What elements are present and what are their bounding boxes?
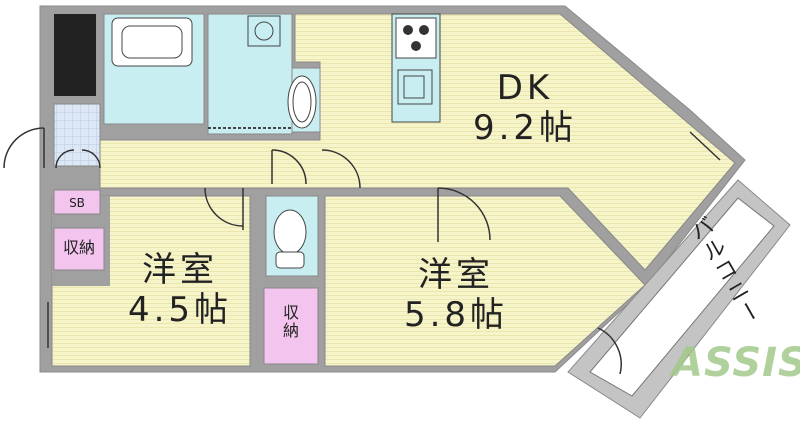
western-room-b-label: 洋室 5.8帖	[396, 255, 516, 335]
washing-machine	[247, 15, 281, 47]
wash-basin	[287, 75, 317, 129]
bathtub	[111, 17, 193, 67]
storage-a-label: 収納	[62, 238, 95, 257]
western-room-a-label: 洋室 4.5帖	[120, 250, 240, 330]
dk-floor	[99, 13, 736, 271]
western-room-a-size: 4.5帖	[127, 290, 233, 331]
shoe-box-label: SB	[69, 196, 85, 210]
storage-b-line1: 収	[282, 303, 299, 322]
toilet-bowl	[273, 209, 307, 255]
western-room-b-size: 5.8帖	[403, 295, 509, 336]
dk-name: DK	[496, 68, 554, 108]
shoe-box	[53, 189, 101, 215]
assist-logo: ASSIST	[672, 340, 800, 386]
western-room-b-floor	[324, 195, 646, 367]
western-room-a-name: 洋室	[142, 250, 218, 290]
western-room-b-name: 洋室	[418, 255, 494, 295]
washroom-floor	[207, 13, 293, 135]
storage-b-label: 収 納	[264, 303, 318, 341]
dk-size: 9.2帖	[472, 108, 578, 149]
storage-a	[53, 227, 105, 271]
storage-b	[263, 287, 319, 365]
storage-b-line2: 納	[282, 321, 299, 341]
dk-label: DK 9.2帖	[470, 68, 580, 148]
dark-unit	[54, 14, 96, 96]
